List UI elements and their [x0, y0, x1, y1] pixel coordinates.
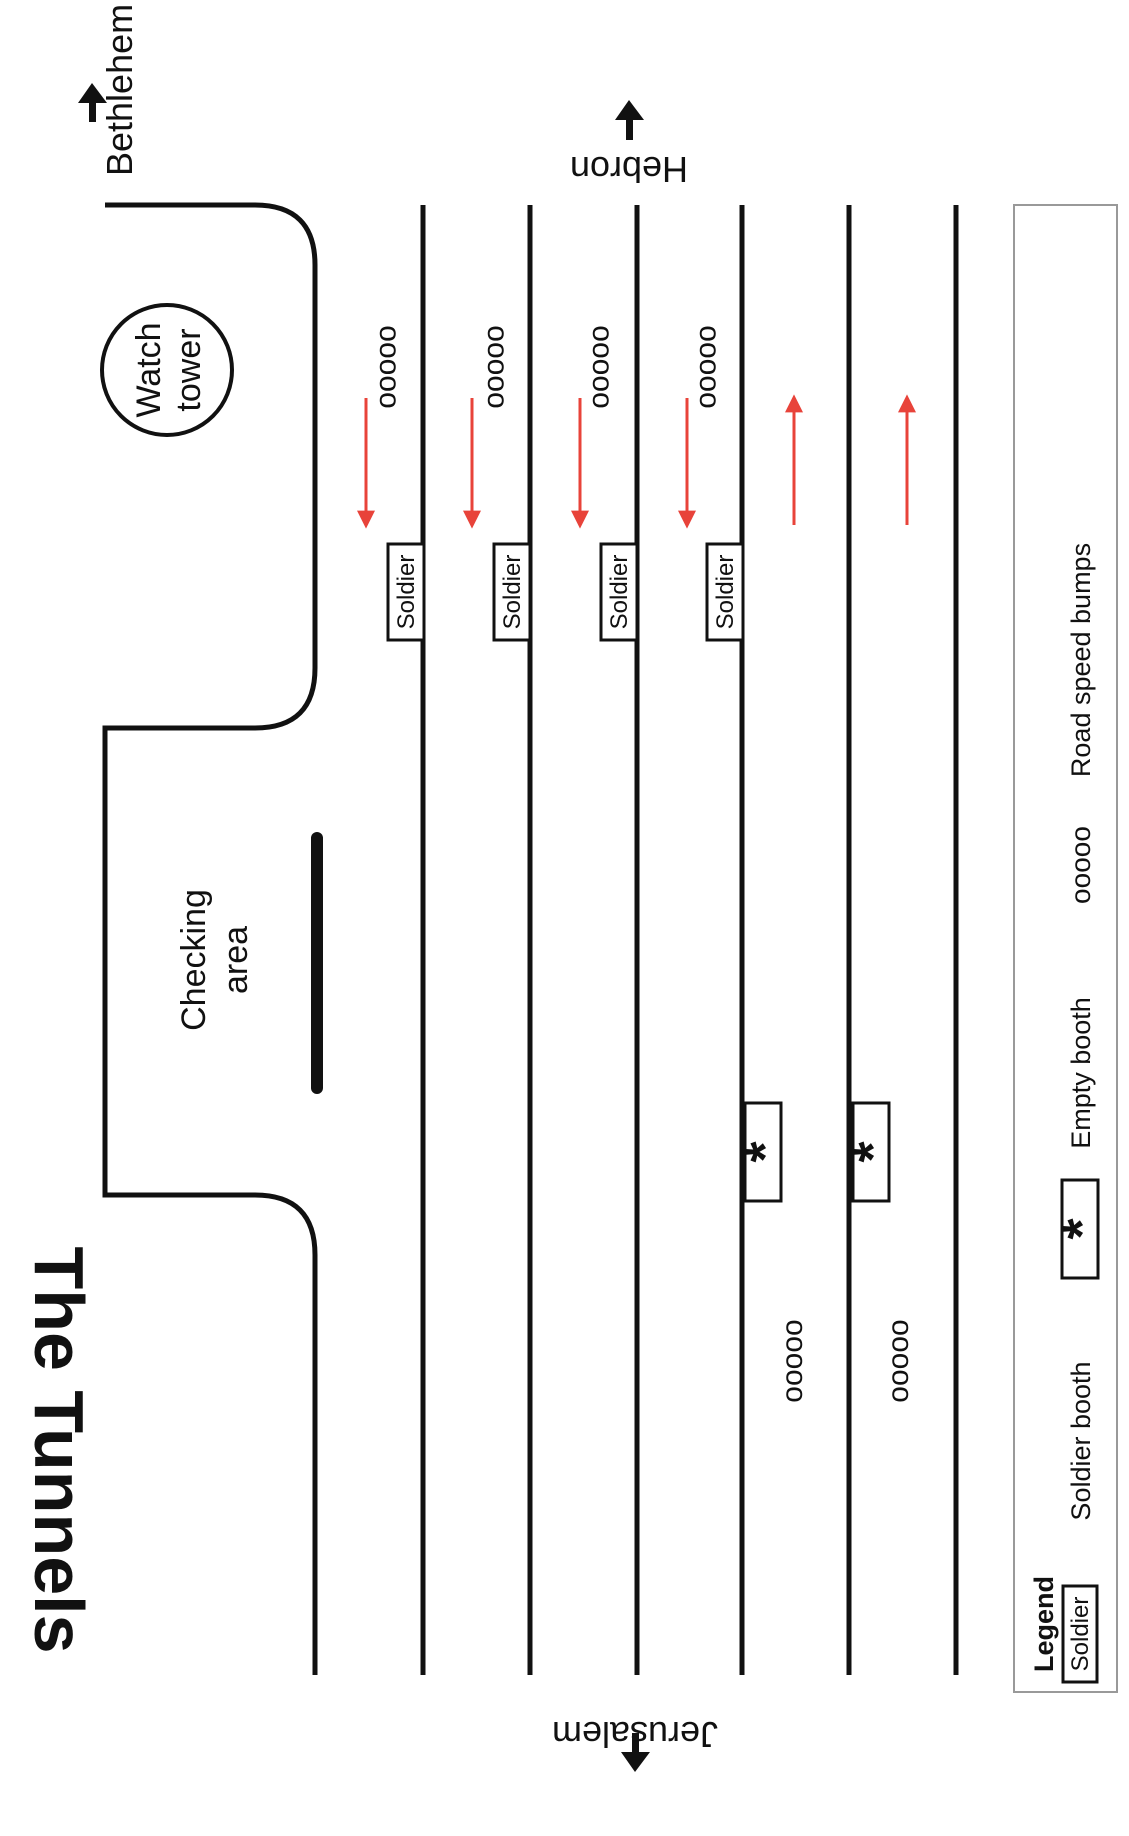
bethlehem-label: Bethlehem — [99, 4, 140, 176]
speed-bumps-top: ooooo ooooo ooooo ooooo — [373, 325, 726, 408]
checking-area-label-line1: Checking — [175, 889, 213, 1031]
speed-bump: ooooo — [481, 325, 514, 408]
diagram-title: The Tunnels — [20, 1246, 98, 1653]
watch-tower — [100, 303, 234, 437]
arrow-up-icon-bethlehem — [78, 83, 107, 122]
soldier-booth-label: Soldier — [712, 555, 739, 630]
soldier-booth: Soldier — [386, 542, 426, 642]
legend-soldier-swatch — [1061, 1584, 1099, 1684]
soldier-booth-label: Soldier — [606, 555, 633, 630]
speed-bumps-bottom: ooooo ooooo — [776, 1319, 915, 1402]
watch-tower-label-line1: Watch — [130, 322, 168, 417]
soldier-booth-label: Soldier — [499, 555, 526, 630]
legend-empty-booth-label: Empty booth — [1066, 997, 1096, 1149]
speed-bump: ooooo — [586, 325, 619, 408]
soldier-booth: Soldier — [492, 542, 532, 642]
hebron-label: Hebron — [570, 149, 688, 190]
lane-lines — [420, 205, 959, 1675]
asterisk-icon: * — [735, 1141, 795, 1162]
legend-soldier-swatch-label: Soldier — [1067, 1597, 1094, 1672]
soldier-booth: Soldier — [599, 542, 639, 642]
empty-booth: * — [843, 1101, 903, 1203]
asterisk-icon: * — [843, 1141, 903, 1162]
traffic-arrows — [357, 394, 916, 529]
empty-booths: * * — [735, 1101, 903, 1203]
legend: Legend Soldier Soldier booth * Empty boo… — [1013, 204, 1118, 1693]
speed-bump: ooooo — [693, 325, 726, 408]
checking-area-label-line2: area — [217, 926, 255, 994]
arrow-up-icon-hebron — [615, 100, 644, 140]
asterisk-icon: * — [1052, 1218, 1112, 1239]
soldier-booth-label: Soldier — [393, 555, 420, 630]
watch-tower-label-line2: tower — [170, 328, 208, 411]
speed-bump: ooooo — [373, 325, 406, 408]
legend-box — [1013, 204, 1118, 1693]
soldier-booths: Soldier Soldier Soldier Soldier — [386, 542, 745, 642]
legend-soldier-booth-label: Soldier booth — [1066, 1361, 1096, 1520]
roadside-outline — [102, 202, 318, 1675]
arrow-down-icon-jerusalem — [621, 1733, 650, 1772]
legend-heading: Legend — [1029, 1576, 1059, 1672]
empty-booth: * — [735, 1101, 795, 1203]
legend-road-speed-bumps-label: Road speed bumps — [1066, 543, 1096, 777]
speed-bump: ooooo — [882, 1319, 915, 1402]
soldier-booth: Soldier — [705, 542, 745, 642]
legend-speed-bump-swatch: ooooo — [1065, 826, 1096, 904]
speed-bump: ooooo — [776, 1319, 809, 1402]
legend-empty-swatch — [1060, 1178, 1100, 1280]
